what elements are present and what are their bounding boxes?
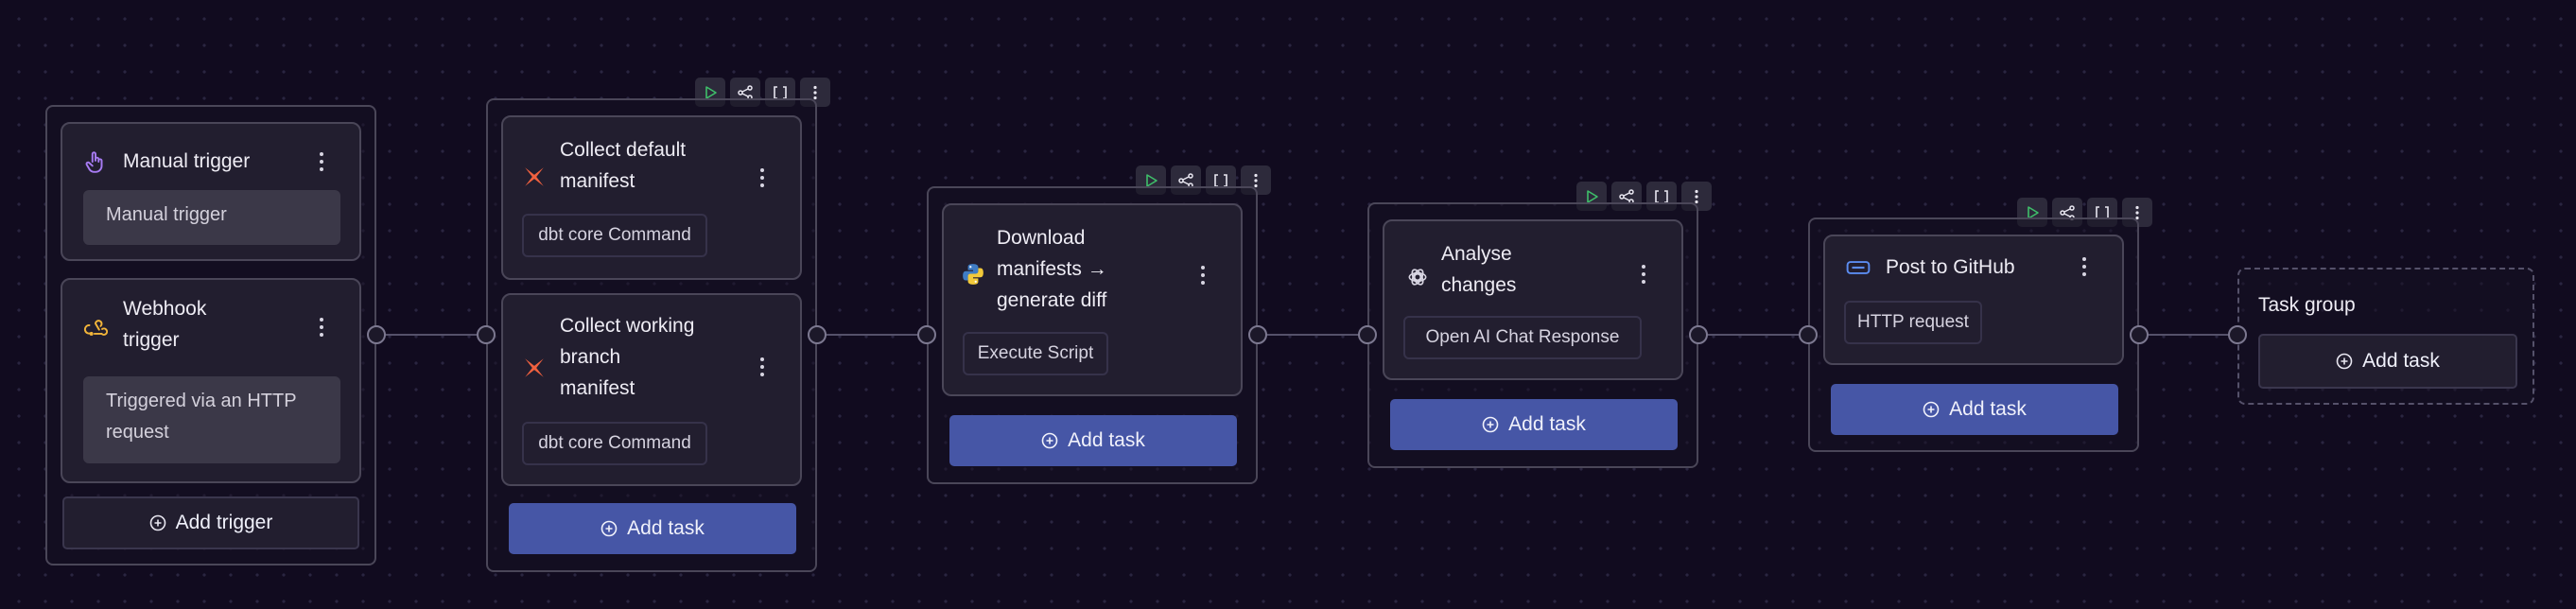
- collect-default-card[interactable]: Collect default manifest dbt core Comman…: [501, 115, 802, 280]
- download-title-line-3: generate diff: [997, 289, 1107, 311]
- add-task-label: Add task: [1949, 398, 2027, 420]
- analyse-title-line-1: Analyse: [1441, 243, 1512, 265]
- more-icon[interactable]: [2075, 253, 2094, 280]
- manual-trigger-card[interactable]: Manual trigger Manual trigger: [61, 122, 361, 261]
- post-title: Post to GitHub: [1886, 256, 2015, 278]
- add-task-label: Add task: [627, 517, 705, 539]
- http-icon: [1846, 255, 1871, 280]
- more-icon[interactable]: [312, 148, 331, 175]
- collect-working-title-line-2: branch: [560, 346, 621, 368]
- input-port[interactable]: [2228, 325, 2247, 344]
- add-task-button[interactable]: Add task: [949, 415, 1237, 466]
- output-port[interactable]: [1248, 325, 1267, 344]
- webhook-trigger-value: Triggered via an HTTP request: [83, 376, 340, 463]
- task-type-badge: Execute Script: [963, 332, 1108, 375]
- webhook-title-line-1: Webhook: [123, 298, 207, 320]
- plus-circle-icon: [1482, 416, 1499, 433]
- add-trigger-label: Add trigger: [175, 512, 273, 533]
- output-port[interactable]: [2130, 325, 2149, 344]
- empty-task-group: Task group Add task: [2237, 268, 2534, 405]
- add-task-button[interactable]: Add task: [1831, 384, 2118, 435]
- download-card[interactable]: Download manifests → generate diff Execu…: [942, 203, 1243, 396]
- post-card[interactable]: Post to GitHub HTTP request: [1823, 235, 2124, 365]
- plus-circle-icon: [600, 520, 618, 537]
- add-task-label: Add task: [1508, 413, 1586, 435]
- python-icon: [961, 262, 985, 287]
- dbt-icon: [522, 356, 547, 380]
- plus-circle-icon: [1041, 432, 1058, 449]
- edge-analyse-post: [1704, 334, 1808, 336]
- add-task-button[interactable]: Add task: [2258, 334, 2517, 389]
- add-task-button[interactable]: Add task: [509, 503, 796, 554]
- add-task-button[interactable]: Add task: [1390, 399, 1678, 450]
- add-task-label: Add task: [2362, 350, 2440, 372]
- more-icon[interactable]: [312, 314, 331, 340]
- more-icon[interactable]: [1634, 261, 1653, 287]
- more-icon[interactable]: [1193, 262, 1212, 288]
- collect-default-title-line-1: Collect default: [560, 139, 687, 161]
- post-group: Post to GitHub HTTP request Add task: [1808, 218, 2139, 452]
- input-port[interactable]: [477, 325, 496, 344]
- plus-circle-icon: [2336, 353, 2353, 370]
- hand-pointer-icon: [83, 149, 108, 174]
- download-title: Download manifests → generate diff: [997, 222, 1107, 316]
- add-task-label: Add task: [1068, 429, 1145, 451]
- input-port[interactable]: [1358, 325, 1377, 344]
- collect-working-card[interactable]: Collect working branch manifest dbt core…: [501, 293, 802, 486]
- collect-working-title: Collect working branch manifest: [560, 310, 694, 404]
- collect-default-title: Collect default manifest: [560, 134, 686, 197]
- webhook-value-line-1: Triggered via an HTTP: [106, 391, 297, 411]
- manual-trigger-title: Manual trigger: [123, 150, 251, 172]
- download-group: Download manifests → generate diff Execu…: [927, 186, 1258, 484]
- analyse-title-line-2: changes: [1441, 274, 1517, 296]
- input-port[interactable]: [1799, 325, 1818, 344]
- trigger-group: Manual trigger Manual trigger Webhook tr…: [45, 105, 376, 566]
- analyse-group: Analyse changes Open AI Chat Response Ad…: [1367, 202, 1698, 468]
- collect-group: Collect default manifest dbt core Comman…: [486, 98, 817, 572]
- edge-triggers-collect: [382, 334, 486, 336]
- add-trigger-button[interactable]: Add trigger: [62, 496, 359, 549]
- collect-working-title-line-1: Collect working: [560, 315, 695, 337]
- webhook-trigger-card[interactable]: Webhook trigger Triggered via an HTTP re…: [61, 278, 361, 483]
- task-type-badge: dbt core Command: [522, 214, 707, 257]
- analyse-card[interactable]: Analyse changes Open AI Chat Response: [1383, 219, 1683, 380]
- webhook-trigger-title: Webhook trigger: [123, 293, 206, 356]
- webhook-icon: [83, 316, 109, 340]
- download-title-line-2: manifests →: [997, 258, 1107, 280]
- analyse-title: Analyse changes: [1441, 238, 1516, 301]
- webhook-value-line-2: request: [106, 422, 169, 443]
- output-port[interactable]: [1689, 325, 1708, 344]
- openai-icon: [1405, 265, 1430, 289]
- collect-default-title-line-2: manifest: [560, 170, 635, 192]
- webhook-title-line-2: trigger: [123, 329, 180, 351]
- collect-working-title-line-3: manifest: [560, 377, 635, 399]
- dbt-icon: [522, 165, 547, 189]
- task-group-label: Task group: [2258, 294, 2356, 316]
- plus-circle-icon: [1923, 401, 1940, 418]
- edge-post-empty: [2145, 334, 2237, 336]
- output-port[interactable]: [808, 325, 827, 344]
- edge-download-analyse: [1263, 334, 1367, 336]
- task-type-badge: Open AI Chat Response: [1403, 316, 1642, 359]
- analyse-toolbar: [1576, 182, 1712, 211]
- more-icon[interactable]: [753, 354, 772, 380]
- task-type-badge: dbt core Command: [522, 422, 707, 465]
- plus-circle-icon: [149, 514, 165, 531]
- task-type-badge: HTTP request: [1844, 301, 1982, 344]
- manual-trigger-value-text: Manual trigger: [106, 204, 227, 225]
- more-icon[interactable]: [753, 165, 772, 191]
- input-port[interactable]: [917, 325, 936, 344]
- manual-trigger-value: Manual trigger: [83, 190, 340, 245]
- output-port[interactable]: [367, 325, 386, 344]
- download-title-line-1: Download: [997, 227, 1086, 249]
- edge-collect-download: [823, 334, 927, 336]
